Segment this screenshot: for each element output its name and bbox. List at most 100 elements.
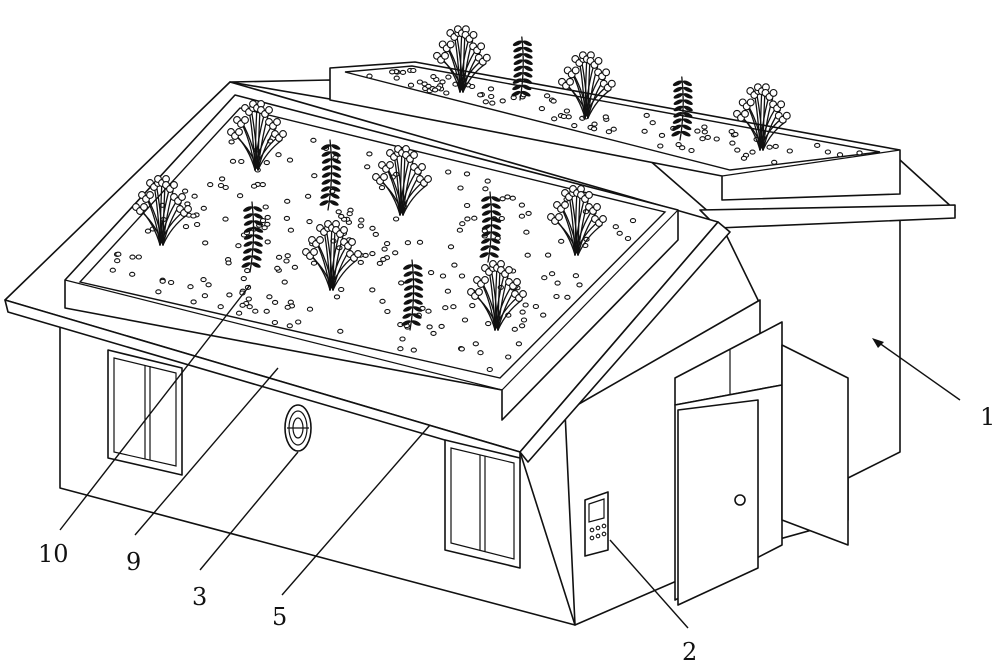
pebble bbox=[115, 251, 122, 257]
pebble bbox=[602, 114, 609, 120]
pebble bbox=[571, 123, 578, 129]
leader-10 bbox=[59, 284, 251, 531]
pebble bbox=[275, 152, 282, 158]
pebble bbox=[283, 258, 290, 264]
pebble bbox=[551, 116, 558, 122]
pebble bbox=[358, 217, 365, 223]
fern-plant bbox=[401, 259, 424, 331]
upper-planter-edge bbox=[721, 149, 901, 177]
pebble bbox=[182, 224, 190, 230]
pebble bbox=[369, 287, 376, 293]
pebble bbox=[701, 129, 708, 135]
callout-3: 3 bbox=[192, 583, 207, 611]
pebble bbox=[228, 139, 235, 145]
leader-3 bbox=[199, 451, 299, 571]
fern-plant bbox=[511, 36, 533, 101]
pebble bbox=[283, 215, 291, 221]
pebble bbox=[499, 98, 506, 104]
flower-plant bbox=[302, 220, 362, 291]
pebble bbox=[427, 270, 435, 276]
pebble bbox=[404, 240, 412, 246]
pebble bbox=[129, 271, 136, 277]
pebble bbox=[694, 128, 701, 134]
arrow-1 bbox=[872, 338, 884, 348]
pebble bbox=[372, 231, 379, 237]
pebble bbox=[346, 211, 353, 217]
pebble bbox=[457, 185, 464, 191]
pebble bbox=[515, 341, 523, 347]
pebble bbox=[144, 228, 152, 234]
pebble bbox=[629, 218, 637, 224]
pebble bbox=[222, 216, 229, 222]
pebble bbox=[445, 169, 452, 175]
pebble bbox=[443, 90, 450, 96]
pebble bbox=[263, 160, 270, 166]
pebble bbox=[464, 216, 471, 222]
pebble bbox=[489, 100, 496, 106]
pebble bbox=[430, 74, 437, 80]
pebble bbox=[658, 132, 666, 138]
main-planter-soil bbox=[78, 107, 667, 379]
pebble bbox=[518, 323, 526, 329]
pebble bbox=[222, 184, 229, 191]
pebble bbox=[856, 150, 863, 156]
pebble bbox=[450, 304, 457, 310]
pebble bbox=[605, 129, 613, 135]
pebble bbox=[155, 289, 162, 295]
open-door-leaf bbox=[781, 344, 849, 546]
pebble bbox=[713, 136, 720, 142]
pebble bbox=[218, 176, 226, 182]
pebble bbox=[679, 145, 686, 151]
pebble bbox=[519, 309, 526, 315]
pebble bbox=[310, 260, 318, 266]
flower-plant bbox=[433, 25, 491, 93]
pebble bbox=[543, 93, 551, 99]
pebble bbox=[167, 279, 175, 286]
right-window bbox=[444, 439, 521, 569]
pebble bbox=[701, 124, 708, 130]
pebble bbox=[538, 106, 546, 112]
pebble bbox=[259, 182, 266, 188]
pebble bbox=[246, 304, 253, 310]
pebble bbox=[381, 246, 388, 252]
pebble bbox=[431, 87, 439, 93]
pebble bbox=[590, 126, 598, 132]
pebble bbox=[392, 250, 399, 256]
callout-2: 2 bbox=[682, 638, 697, 666]
door-knob bbox=[734, 494, 746, 506]
pebble bbox=[488, 93, 495, 100]
pebble bbox=[380, 256, 387, 262]
pebble bbox=[304, 193, 312, 199]
pebbles bbox=[109, 67, 863, 373]
pebble bbox=[259, 218, 267, 224]
pebble bbox=[306, 219, 313, 225]
pebble bbox=[704, 134, 711, 140]
pebble bbox=[458, 346, 465, 352]
pebble bbox=[271, 299, 279, 305]
flower-plant bbox=[372, 145, 432, 216]
pebble bbox=[499, 196, 506, 202]
pebble bbox=[439, 273, 447, 279]
pebble bbox=[383, 241, 391, 247]
pebble bbox=[379, 298, 386, 304]
pebble bbox=[472, 341, 479, 347]
pebble bbox=[306, 306, 314, 312]
callout-1: 1 bbox=[980, 403, 995, 431]
flower-plant bbox=[227, 100, 287, 171]
pebble bbox=[284, 253, 291, 259]
pebble bbox=[376, 260, 384, 266]
pebble bbox=[159, 278, 166, 284]
pebble bbox=[657, 143, 664, 149]
fern-plant bbox=[479, 191, 502, 263]
pebble bbox=[548, 271, 556, 277]
pebble bbox=[541, 275, 548, 281]
pebble bbox=[284, 198, 291, 204]
pebble bbox=[357, 223, 364, 229]
pebble bbox=[275, 254, 283, 260]
pebble bbox=[461, 317, 469, 323]
roof-gable bbox=[519, 221, 731, 463]
pebble bbox=[264, 214, 271, 220]
pebble bbox=[187, 284, 194, 290]
pebble bbox=[520, 317, 528, 323]
pebble bbox=[389, 69, 396, 75]
